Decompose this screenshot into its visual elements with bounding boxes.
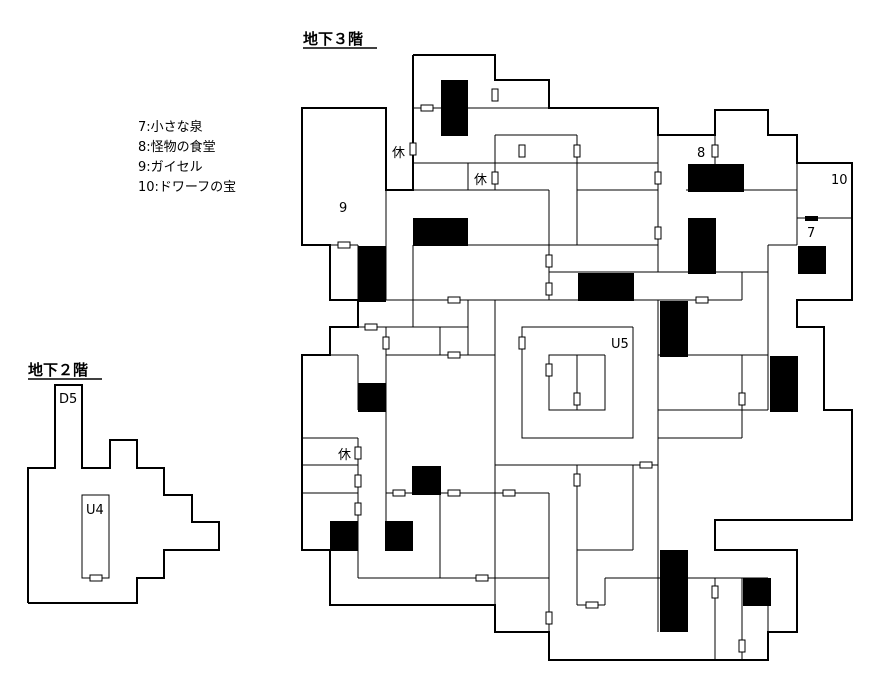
rest-area-label: 休 xyxy=(338,448,351,463)
room-label-9: 9 xyxy=(339,201,347,216)
stairs-down-label: D5 xyxy=(59,392,77,407)
b3-doors xyxy=(337,88,746,653)
rest-area-label: 休 xyxy=(392,146,405,161)
b2-title: 地下２階 xyxy=(28,361,88,379)
door xyxy=(639,461,653,469)
door xyxy=(475,574,489,582)
door xyxy=(364,323,378,331)
b3-title: 地下３階 xyxy=(303,30,363,48)
room-label-7: 7 xyxy=(807,226,815,241)
door xyxy=(409,142,417,156)
door xyxy=(654,171,662,185)
stairs-up-label: U4 xyxy=(86,503,104,518)
solid-block xyxy=(385,521,413,551)
door xyxy=(545,611,553,625)
solid-block xyxy=(770,356,798,412)
solid-block xyxy=(688,164,744,192)
solid-block xyxy=(688,218,716,274)
solid-block xyxy=(578,273,634,301)
solid-block xyxy=(412,466,441,495)
solid-block xyxy=(330,521,358,551)
legend-item: 9:ガイセル xyxy=(138,160,203,175)
door xyxy=(738,639,746,653)
b2-doors xyxy=(89,574,103,582)
door xyxy=(502,489,516,497)
door xyxy=(518,336,526,350)
door xyxy=(545,254,553,268)
door xyxy=(491,171,499,185)
room-label-8: 8 xyxy=(697,146,705,161)
door xyxy=(711,144,719,158)
door xyxy=(573,473,581,487)
solid-block xyxy=(798,246,826,274)
door xyxy=(382,336,390,350)
door xyxy=(573,144,581,158)
b3-solid-blocks xyxy=(330,80,826,632)
door xyxy=(738,392,746,406)
door xyxy=(89,574,103,582)
door xyxy=(354,502,362,516)
door xyxy=(711,585,719,599)
room-label-10: 10 xyxy=(831,173,848,188)
spring-marker xyxy=(805,216,818,221)
door xyxy=(518,144,526,158)
door xyxy=(545,363,553,377)
door xyxy=(392,489,406,497)
door xyxy=(354,474,362,488)
door xyxy=(545,282,553,296)
door xyxy=(491,88,499,102)
door xyxy=(695,296,709,304)
solid-block xyxy=(358,246,386,302)
solid-block xyxy=(660,550,688,632)
door xyxy=(420,104,434,112)
door xyxy=(447,351,461,359)
solid-block xyxy=(358,383,386,412)
door xyxy=(447,296,461,304)
door xyxy=(573,392,581,406)
legend: 7:小さな泉 8:怪物の食堂 9:ガイセル 10:ドワーフの宝 xyxy=(138,119,236,195)
door xyxy=(337,241,351,249)
stairs-up-label: U5 xyxy=(611,337,629,352)
legend-item: 7:小さな泉 xyxy=(138,119,203,135)
solid-block xyxy=(743,578,771,606)
legend-item: 8:怪物の食堂 xyxy=(138,139,216,155)
b3-outer-wall xyxy=(301,54,853,661)
legend-item: 10:ドワーフの宝 xyxy=(138,180,236,195)
door xyxy=(354,446,362,460)
door xyxy=(585,601,599,609)
rest-area-label: 休 xyxy=(474,173,487,188)
solid-block xyxy=(413,218,468,246)
door xyxy=(447,489,461,497)
solid-block xyxy=(660,301,688,357)
solid-block xyxy=(441,80,468,136)
b2-walls xyxy=(27,384,220,604)
door xyxy=(654,226,662,240)
